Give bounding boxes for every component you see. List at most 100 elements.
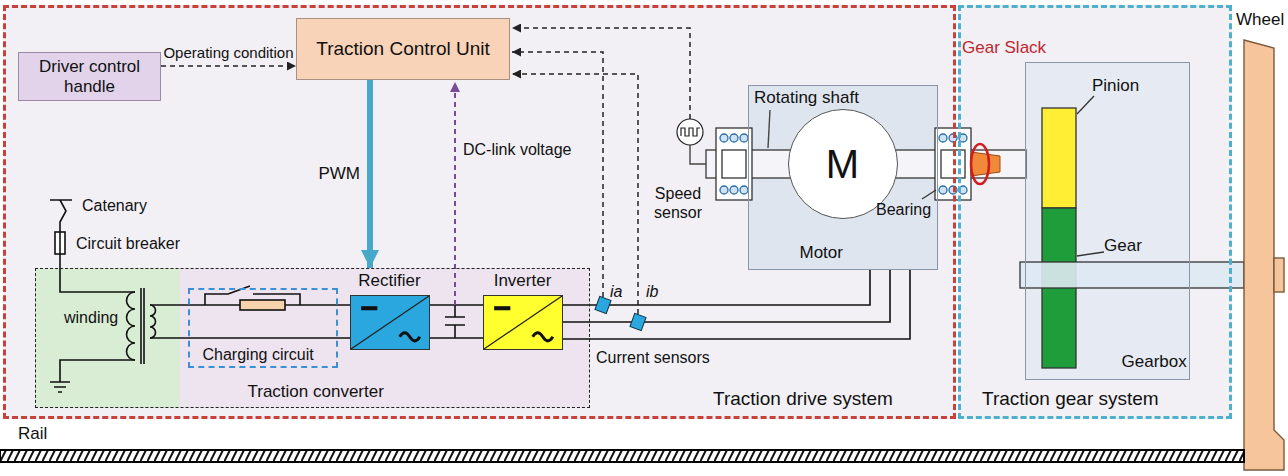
bearing bbox=[730, 134, 738, 142]
signal-label: ib bbox=[646, 282, 658, 301]
region-fill bbox=[958, 5, 1232, 419]
bearing bbox=[716, 128, 752, 200]
node-text: Traction gear system bbox=[982, 388, 1159, 410]
region-outline: Traction gear system Gearbox bbox=[958, 5, 1232, 419]
dc-wiring bbox=[240, 300, 285, 310]
edge-label: Operating condition bbox=[163, 44, 293, 62]
node-text: Driver control handle bbox=[19, 57, 160, 96]
bearing bbox=[722, 150, 746, 178]
wheel bbox=[1244, 40, 1284, 470]
wheel bbox=[1274, 258, 1284, 292]
transformer-winding bbox=[50, 382, 70, 392]
region-fill bbox=[3, 5, 1232, 419]
dc-wiring bbox=[445, 305, 465, 338]
transformer-winding bbox=[60, 360, 135, 382]
gear-slack-mark bbox=[971, 144, 989, 184]
node-text: Traction drive system bbox=[713, 388, 893, 410]
three-phase-wires bbox=[563, 270, 910, 339]
part-label: Gear bbox=[1104, 236, 1142, 256]
node-text: Traction Control Unit bbox=[310, 38, 496, 60]
region-fill bbox=[1025, 62, 1190, 380]
gear-pair bbox=[1042, 108, 1076, 208]
converter-block bbox=[350, 295, 430, 350]
converter-symbol bbox=[361, 306, 377, 310]
bearing bbox=[720, 134, 967, 194]
bearing bbox=[720, 186, 728, 194]
node-text: Gearbox bbox=[1122, 352, 1187, 372]
fault-label: Gear Slack bbox=[962, 38, 1046, 58]
bearing bbox=[922, 190, 936, 199]
region-fill bbox=[3, 5, 956, 419]
part-label: Current sensors bbox=[596, 348, 710, 367]
gear-pair bbox=[1020, 262, 1244, 288]
converter-symbol bbox=[351, 296, 429, 349]
transformer-winding bbox=[50, 254, 156, 392]
connector bbox=[161, 65, 296, 67]
converter-symbol bbox=[494, 306, 510, 310]
node-text: Inverter bbox=[471, 271, 575, 291]
motor-housing: Motor M bbox=[748, 85, 938, 270]
gear-pair bbox=[1077, 96, 1094, 114]
process-box: Traction Control Unit bbox=[296, 18, 510, 80]
converter-symbol bbox=[399, 332, 419, 340]
group-box: Charging circuit bbox=[188, 288, 338, 368]
rail bbox=[0, 450, 1244, 462]
transformer-winding bbox=[141, 288, 144, 364]
dc-wiring bbox=[150, 286, 483, 338]
group-box: Traction converter Charging circuitRectif… bbox=[35, 268, 590, 408]
gear-pair bbox=[1077, 252, 1104, 256]
speed-sensor-symbol bbox=[681, 128, 700, 136]
bearing bbox=[740, 186, 748, 194]
gear-pair bbox=[1020, 96, 1244, 368]
part-label: Rail bbox=[18, 424, 47, 444]
gear-slack-mark bbox=[971, 152, 1000, 176]
catenary-symbol bbox=[55, 232, 65, 254]
converter-symbol bbox=[351, 296, 429, 349]
converter-box: Inverter bbox=[483, 271, 563, 351]
gearbox-box: Gearbox bbox=[1025, 62, 1190, 380]
rotating-shaft bbox=[768, 110, 770, 148]
edge-label: PWM bbox=[318, 164, 360, 184]
three-phase-wires bbox=[563, 270, 910, 339]
part-label: Bearing bbox=[876, 200, 931, 219]
transformer-winding bbox=[150, 305, 156, 338]
catenary-symbol bbox=[50, 200, 72, 232]
catenary-symbol bbox=[59, 232, 61, 254]
signal-label: DC-link voltage bbox=[463, 140, 571, 159]
bearing bbox=[941, 150, 965, 178]
dc-wiring bbox=[430, 305, 483, 338]
node-text: Traction converter bbox=[248, 382, 384, 402]
part-label: Circuit breaker bbox=[76, 234, 180, 253]
rotating-shaft bbox=[690, 145, 706, 164]
rail bbox=[0, 450, 1244, 462]
bearing bbox=[935, 128, 971, 200]
transformer-winding bbox=[127, 292, 136, 360]
bearing bbox=[730, 186, 738, 194]
wheel bbox=[1244, 40, 1284, 470]
converter-symbol bbox=[484, 296, 562, 349]
transformer-winding bbox=[60, 254, 135, 292]
three-phase-wires bbox=[563, 270, 890, 322]
converter-box: Rectifier bbox=[350, 271, 430, 351]
part-label: Wheel bbox=[1236, 10, 1284, 30]
bearing bbox=[939, 134, 947, 142]
part-label: Speed sensor bbox=[646, 184, 710, 222]
current-sensor bbox=[630, 313, 646, 330]
bearing bbox=[740, 134, 748, 142]
node-text: Motor bbox=[800, 243, 843, 263]
signal-line bbox=[512, 28, 690, 119]
node-text: Rectifier bbox=[338, 271, 442, 291]
current-sensor bbox=[595, 296, 611, 313]
signal-label: ia bbox=[610, 282, 622, 301]
connector bbox=[367, 80, 373, 268]
catenary-symbol bbox=[50, 200, 72, 254]
part-label: winding bbox=[64, 308, 118, 327]
part-label: Rotating shaft bbox=[754, 88, 859, 108]
node-text: M bbox=[820, 141, 865, 187]
part-label: Catenary bbox=[82, 196, 147, 215]
signal-line bbox=[512, 52, 603, 297]
speed-sensor-symbol bbox=[677, 119, 703, 145]
converter-symbol bbox=[532, 332, 552, 340]
